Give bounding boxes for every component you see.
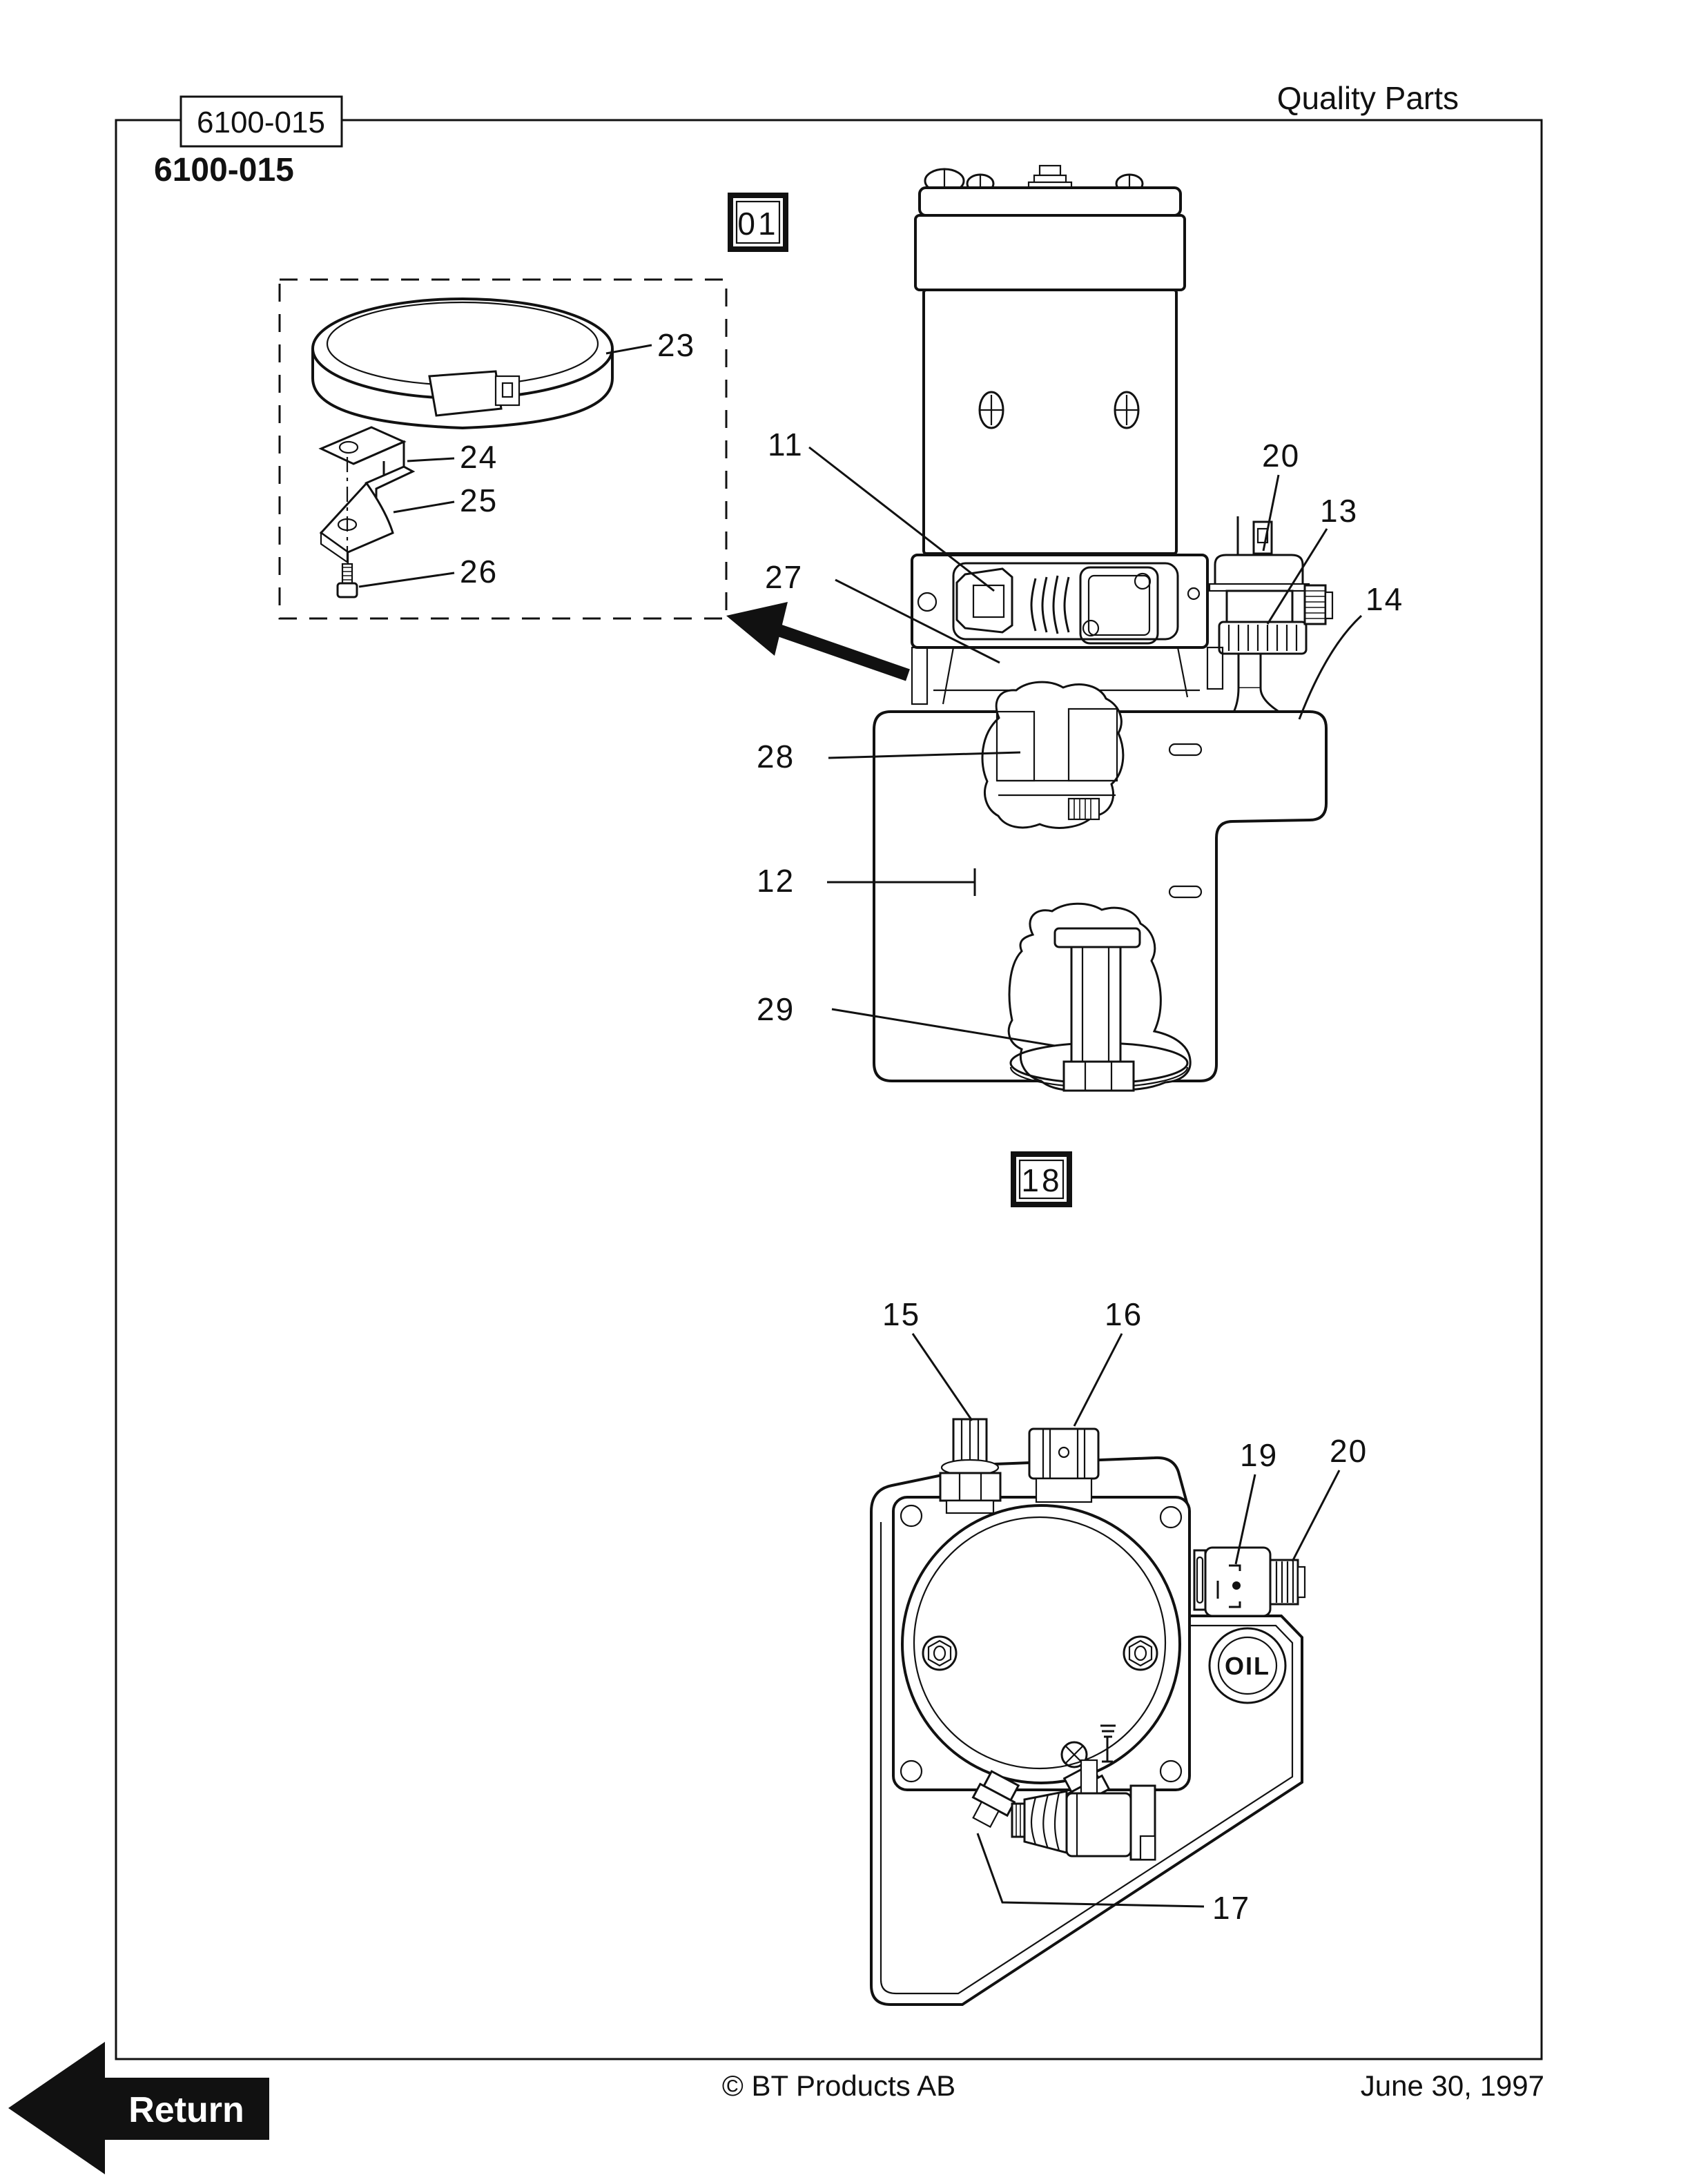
leader-27 <box>835 578 1000 664</box>
grease-symbol <box>1100 1724 1116 1763</box>
leader-25 <box>393 500 455 514</box>
return-arrow-icon <box>8 2042 105 2174</box>
page-title: 6100-015 <box>154 152 294 188</box>
breather-15 <box>939 1418 1002 1514</box>
callout-20-upper: 20 <box>1262 438 1300 474</box>
leader-11 <box>808 446 995 592</box>
suction-cutaway <box>1007 902 1192 1092</box>
leader-20-upper <box>1262 474 1280 552</box>
knurled-connector-20 <box>1269 1559 1306 1606</box>
clamp-part <box>311 298 614 430</box>
thumb-knob <box>1303 584 1334 625</box>
leader-13 <box>1266 528 1328 625</box>
callout-15: 15 <box>882 1296 920 1332</box>
pump-manifold <box>911 554 1209 649</box>
leader-14 <box>1298 614 1363 720</box>
callout-13: 13 <box>1320 493 1358 529</box>
part-code-box: 6100-015 <box>179 95 343 148</box>
callout-17: 17 <box>1212 1890 1250 1926</box>
footer-date: June 30, 1997 <box>1361 2069 1544 2102</box>
upper-diagram: 01 <box>278 164 1404 1092</box>
callout-11: 11 <box>768 427 804 462</box>
footer-copyright: © BT Products AB <box>722 2069 955 2102</box>
bracket-part <box>318 426 416 506</box>
callout-23: 23 <box>657 327 695 363</box>
connector-16 <box>1028 1427 1100 1503</box>
lower-diagram: 18 OIL <box>870 1151 1368 2006</box>
motor <box>914 164 1186 555</box>
pump-bolt-left <box>922 1635 958 1671</box>
callout-14: 14 <box>1366 581 1404 617</box>
leader-29 <box>831 1008 1056 1047</box>
leader-24 <box>407 457 455 462</box>
oil-label: OIL <box>1225 1652 1270 1680</box>
pump-plate <box>892 1496 1191 1791</box>
callout-29: 29 <box>757 991 795 1027</box>
detail-box <box>278 278 728 620</box>
callout-16: 16 <box>1105 1296 1143 1332</box>
part-code-box-label: 6100-015 <box>197 106 325 139</box>
ref-box-01: 01 <box>728 193 788 252</box>
threaded-neck-14 <box>1237 652 1262 690</box>
ref-18-label: 18 <box>1021 1162 1062 1198</box>
callout-27: 27 <box>765 559 803 595</box>
leader-16 <box>1073 1333 1123 1427</box>
callout-26: 26 <box>460 554 498 589</box>
callout-28: 28 <box>757 739 795 774</box>
detail-arrow <box>726 602 910 681</box>
motor-screw-right <box>1114 391 1140 429</box>
callout-12: 12 <box>757 863 795 899</box>
callout-24: 24 <box>460 439 498 475</box>
pump-bolt-right <box>1123 1635 1158 1671</box>
leader-23 <box>605 344 652 355</box>
leader-12 <box>827 868 976 896</box>
leader-15 <box>911 1333 973 1421</box>
filter-cutaway <box>981 681 1125 829</box>
suction-fittings <box>971 1759 1156 1861</box>
motor-screw-left <box>978 391 1004 429</box>
leader-17 <box>976 1833 1205 1908</box>
leader-28 <box>828 751 1021 759</box>
screw-part <box>336 563 358 598</box>
oil-badge: OIL <box>1208 1627 1287 1704</box>
page-border <box>115 119 1543 2060</box>
leader-20-lower <box>1291 1470 1341 1562</box>
pump-flange <box>911 646 1224 705</box>
ref-box-18: 18 <box>1011 1151 1072 1207</box>
leader-26 <box>358 572 455 588</box>
leader-19 <box>1234 1474 1256 1565</box>
return-button[interactable]: Return <box>8 2042 269 2174</box>
solenoid-19 <box>1193 1546 1306 1617</box>
wedge-part <box>319 481 394 565</box>
ref-01-label: 01 <box>737 206 778 242</box>
drain-screw <box>1060 1724 1116 1768</box>
callout-20-lower: 20 <box>1330 1433 1368 1469</box>
brand-header: Quality Parts <box>1277 80 1459 116</box>
return-button-label: Return <box>128 2090 244 2130</box>
knurled-nut-13 <box>1218 621 1308 655</box>
callout-19: 19 <box>1240 1437 1278 1473</box>
callout-25: 25 <box>460 482 498 518</box>
